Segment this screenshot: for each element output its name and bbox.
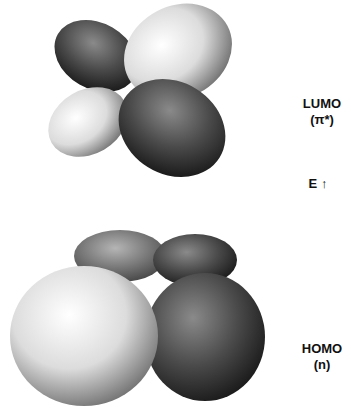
orbital-label: LUMO (π*) [303, 96, 341, 127]
orbital-lobe [145, 273, 265, 401]
orbital-lobe [10, 266, 158, 406]
homo-orbital [10, 230, 265, 406]
orbital-label: HOMO (n) [302, 341, 342, 372]
orbital-lobe [100, 59, 244, 196]
orbital-label: E ↑ [309, 176, 328, 192]
lumo-orbital [36, 0, 249, 197]
